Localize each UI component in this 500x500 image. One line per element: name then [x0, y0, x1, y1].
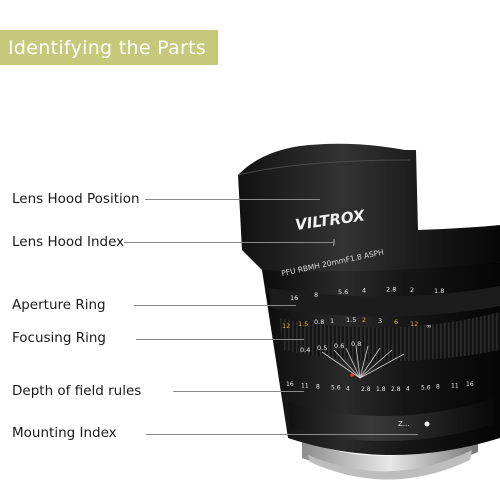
- banner-title: Identifying the Parts: [8, 36, 207, 59]
- aperture-scale-label: 8: [314, 291, 318, 299]
- distance-scale-label: ∞: [426, 322, 431, 330]
- distance-scale-m-label: 0.4: [300, 346, 310, 354]
- label-mounting-index: Mounting Index: [12, 425, 117, 441]
- distance-scale-label: 12: [410, 320, 418, 328]
- leader-mounting-index: [146, 434, 418, 435]
- lens-hood: [238, 143, 500, 272]
- focus-ring-knurl: [280, 312, 500, 361]
- dof-scale-label: 16: [286, 381, 294, 388]
- aperture-scale-label: 1.8: [434, 287, 444, 295]
- aperture-scale-label: 2.8: [386, 286, 396, 294]
- dof-scale: 16 11 8 5.6 4 2.8 1.8 2.8 4 5.6 8 11 16: [286, 381, 474, 393]
- label-aperture-ring: Aperture Ring: [12, 297, 106, 313]
- aperture-scale-label: 2: [410, 286, 414, 294]
- dof-scale-label: 5.6: [421, 385, 431, 392]
- distance-scale-label: 0.8: [314, 318, 324, 326]
- dof-scale-label: 4: [406, 385, 410, 392]
- dof-scale-label: 11: [451, 382, 459, 389]
- aperture-scale: 16 8 5.6 4 2.8 2 1.8: [290, 286, 444, 302]
- dof-scale-label: 2.8: [361, 386, 371, 393]
- mounting-index-dot: [424, 421, 430, 427]
- label-focusing-ring: Focusing Ring: [12, 330, 106, 346]
- distance-scale: 12 1.5 0.8 1 1.5 2 3 6 12 ∞ 0.4 0.5 0.6 0.8: [282, 316, 431, 354]
- leader-hood-position: [145, 199, 320, 200]
- dof-scale-label: 2.8: [391, 386, 401, 393]
- focus-index-dot: [350, 373, 354, 377]
- label-hood-index: Lens Hood Index: [12, 234, 125, 250]
- dof-scale-label: 11: [301, 382, 309, 389]
- dof-scale-label: 5.6: [331, 385, 341, 392]
- distance-scale-label: 12: [282, 322, 290, 330]
- label-dof-rules: Depth of field rules: [12, 383, 142, 399]
- dof-scale-label: 8: [316, 384, 320, 391]
- origin-mark: Z...: [398, 420, 409, 428]
- aperture-scale-label: 16: [290, 294, 298, 302]
- dof-scale-label: 4: [346, 385, 350, 392]
- aperture-scale-label: 4: [362, 286, 366, 294]
- distance-scale-m-label: 0.8: [351, 340, 361, 348]
- dof-scale-label: 16: [466, 381, 474, 388]
- distance-scale-label: 1: [330, 317, 334, 325]
- dof-lines: [321, 345, 405, 379]
- rear-ring: [288, 398, 495, 442]
- leader-focusing-ring: [136, 339, 304, 340]
- distance-scale-m-label: 0.6: [334, 342, 344, 350]
- leader-dof-rules: [173, 391, 304, 392]
- distance-scale-label: 1.5: [298, 320, 308, 328]
- distance-scale-label: 3: [378, 317, 382, 325]
- label-hood-position: Lens Hood Position: [12, 191, 140, 207]
- leader-aperture-ring: [134, 305, 296, 306]
- dof-scale-label: 1.8: [376, 386, 386, 393]
- distance-scale-label: 6: [394, 318, 398, 326]
- distance-scale-label: 2: [362, 316, 366, 324]
- lens-mount: [302, 432, 478, 480]
- aperture-ring-band: [268, 286, 500, 317]
- distance-scale-m-label: 0.5: [317, 344, 327, 352]
- distance-scale-label: 1.5: [346, 316, 356, 324]
- aperture-scale-label: 5.6: [338, 288, 348, 296]
- dof-scale-label: 8: [436, 384, 440, 391]
- leader-hood-index: [124, 242, 334, 243]
- section-banner: Identifying the Parts: [0, 30, 218, 65]
